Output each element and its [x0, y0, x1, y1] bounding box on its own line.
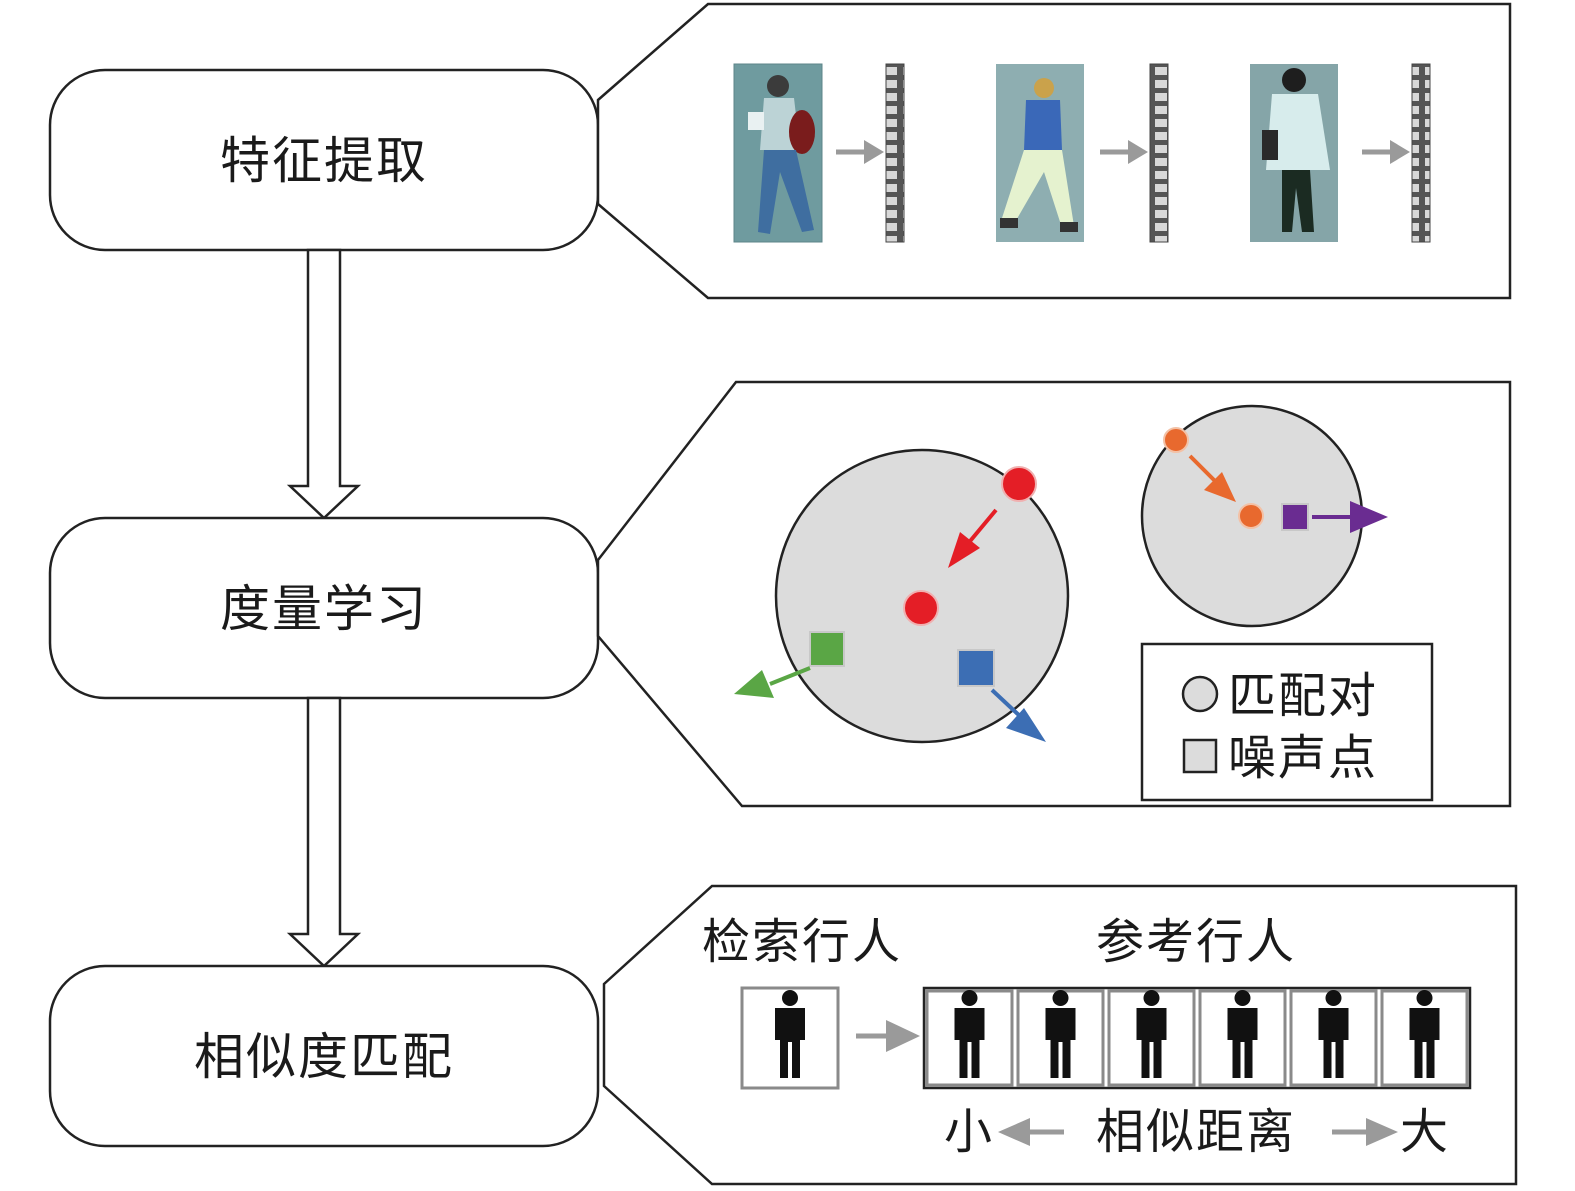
step-metric-label: 度量学习 — [220, 580, 428, 638]
flow-arrow-2 — [286, 696, 362, 968]
feature-vector-3 — [1411, 63, 1431, 243]
gallery-label: 参考行人 — [1096, 914, 1296, 970]
feature-arrow-3 — [1362, 140, 1410, 164]
legend-noise-label: 噪声点 — [1228, 730, 1378, 786]
legend-box: 匹配对 噪声点 — [1140, 642, 1434, 802]
feature-panel — [596, 2, 1512, 300]
gallery-person-6 — [1380, 989, 1469, 1087]
gallery-person-1 — [925, 989, 1014, 1087]
pedestrian-photo-2 — [996, 64, 1084, 242]
feature-vector-2 — [1149, 63, 1169, 243]
right-arrow — [1332, 1118, 1398, 1146]
query-label: 检索行人 — [702, 914, 902, 970]
query-arrow — [856, 1020, 920, 1052]
legend-noise-icon — [1182, 738, 1218, 774]
pedestrian-photo-1 — [733, 63, 823, 243]
small-label: 小 — [944, 1104, 992, 1160]
step-feature-label: 特征提取 — [220, 132, 428, 190]
matching-panel: 检索行人 参考行人 小 相似距离 大 — [602, 884, 1518, 1186]
feature-arrow-2 — [1100, 140, 1148, 164]
step-similarity-matching: 相似度匹配 — [48, 964, 600, 1148]
purple-noise — [1281, 501, 1388, 533]
green-noise — [734, 631, 845, 698]
blue-noise — [957, 649, 1046, 742]
legend-pair-icon — [1181, 675, 1219, 713]
step-metric-learning: 度量学习 — [48, 516, 600, 700]
pedestrian-photo-3 — [1250, 64, 1338, 242]
legend-pair-label: 匹配对 — [1228, 668, 1378, 724]
distance-label: 相似距离 — [1096, 1104, 1296, 1160]
metric-panel: 匹配对 噪声点 — [596, 380, 1512, 808]
left-arrow — [998, 1118, 1064, 1146]
gallery-strip — [922, 986, 1472, 1090]
feature-arrow-1 — [836, 140, 884, 164]
orange-pair — [1163, 427, 1264, 529]
gallery-person-3 — [1107, 989, 1196, 1087]
red-pair — [903, 466, 1037, 626]
large-label: 大 — [1400, 1104, 1448, 1160]
gallery-person-2 — [1016, 989, 1105, 1087]
step-feature-extraction: 特征提取 — [48, 68, 600, 252]
gallery-person-5 — [1289, 989, 1378, 1087]
step-matching-label: 相似度匹配 — [194, 1028, 454, 1086]
gallery-person-4 — [1198, 989, 1287, 1087]
feature-vector-1 — [885, 63, 905, 243]
query-person — [740, 986, 840, 1090]
flow-arrow-1 — [286, 248, 362, 520]
